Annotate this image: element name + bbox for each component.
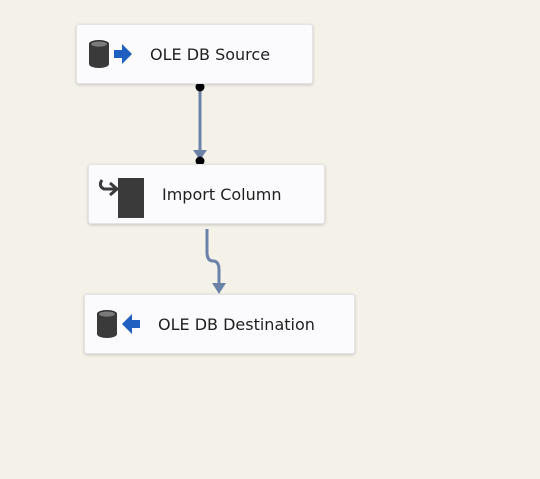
ole-db-destination-icon — [97, 310, 140, 338]
task-label-destination: OLE DB Destination — [158, 315, 315, 334]
import-column-icon — [98, 178, 144, 218]
path-import-to-destination[interactable] — [205, 229, 226, 294]
task-label-source: OLE DB Source — [150, 45, 271, 64]
path-source-to-import[interactable] — [193, 82, 207, 166]
task-label-import: Import Column — [162, 185, 282, 204]
ole-db-source-task[interactable]: OLE DB Source — [76, 24, 313, 84]
ole-db-destination-task[interactable]: OLE DB Destination — [84, 294, 355, 354]
import-column-task[interactable]: Import Column — [88, 164, 325, 224]
ole-db-source-icon — [89, 40, 132, 68]
